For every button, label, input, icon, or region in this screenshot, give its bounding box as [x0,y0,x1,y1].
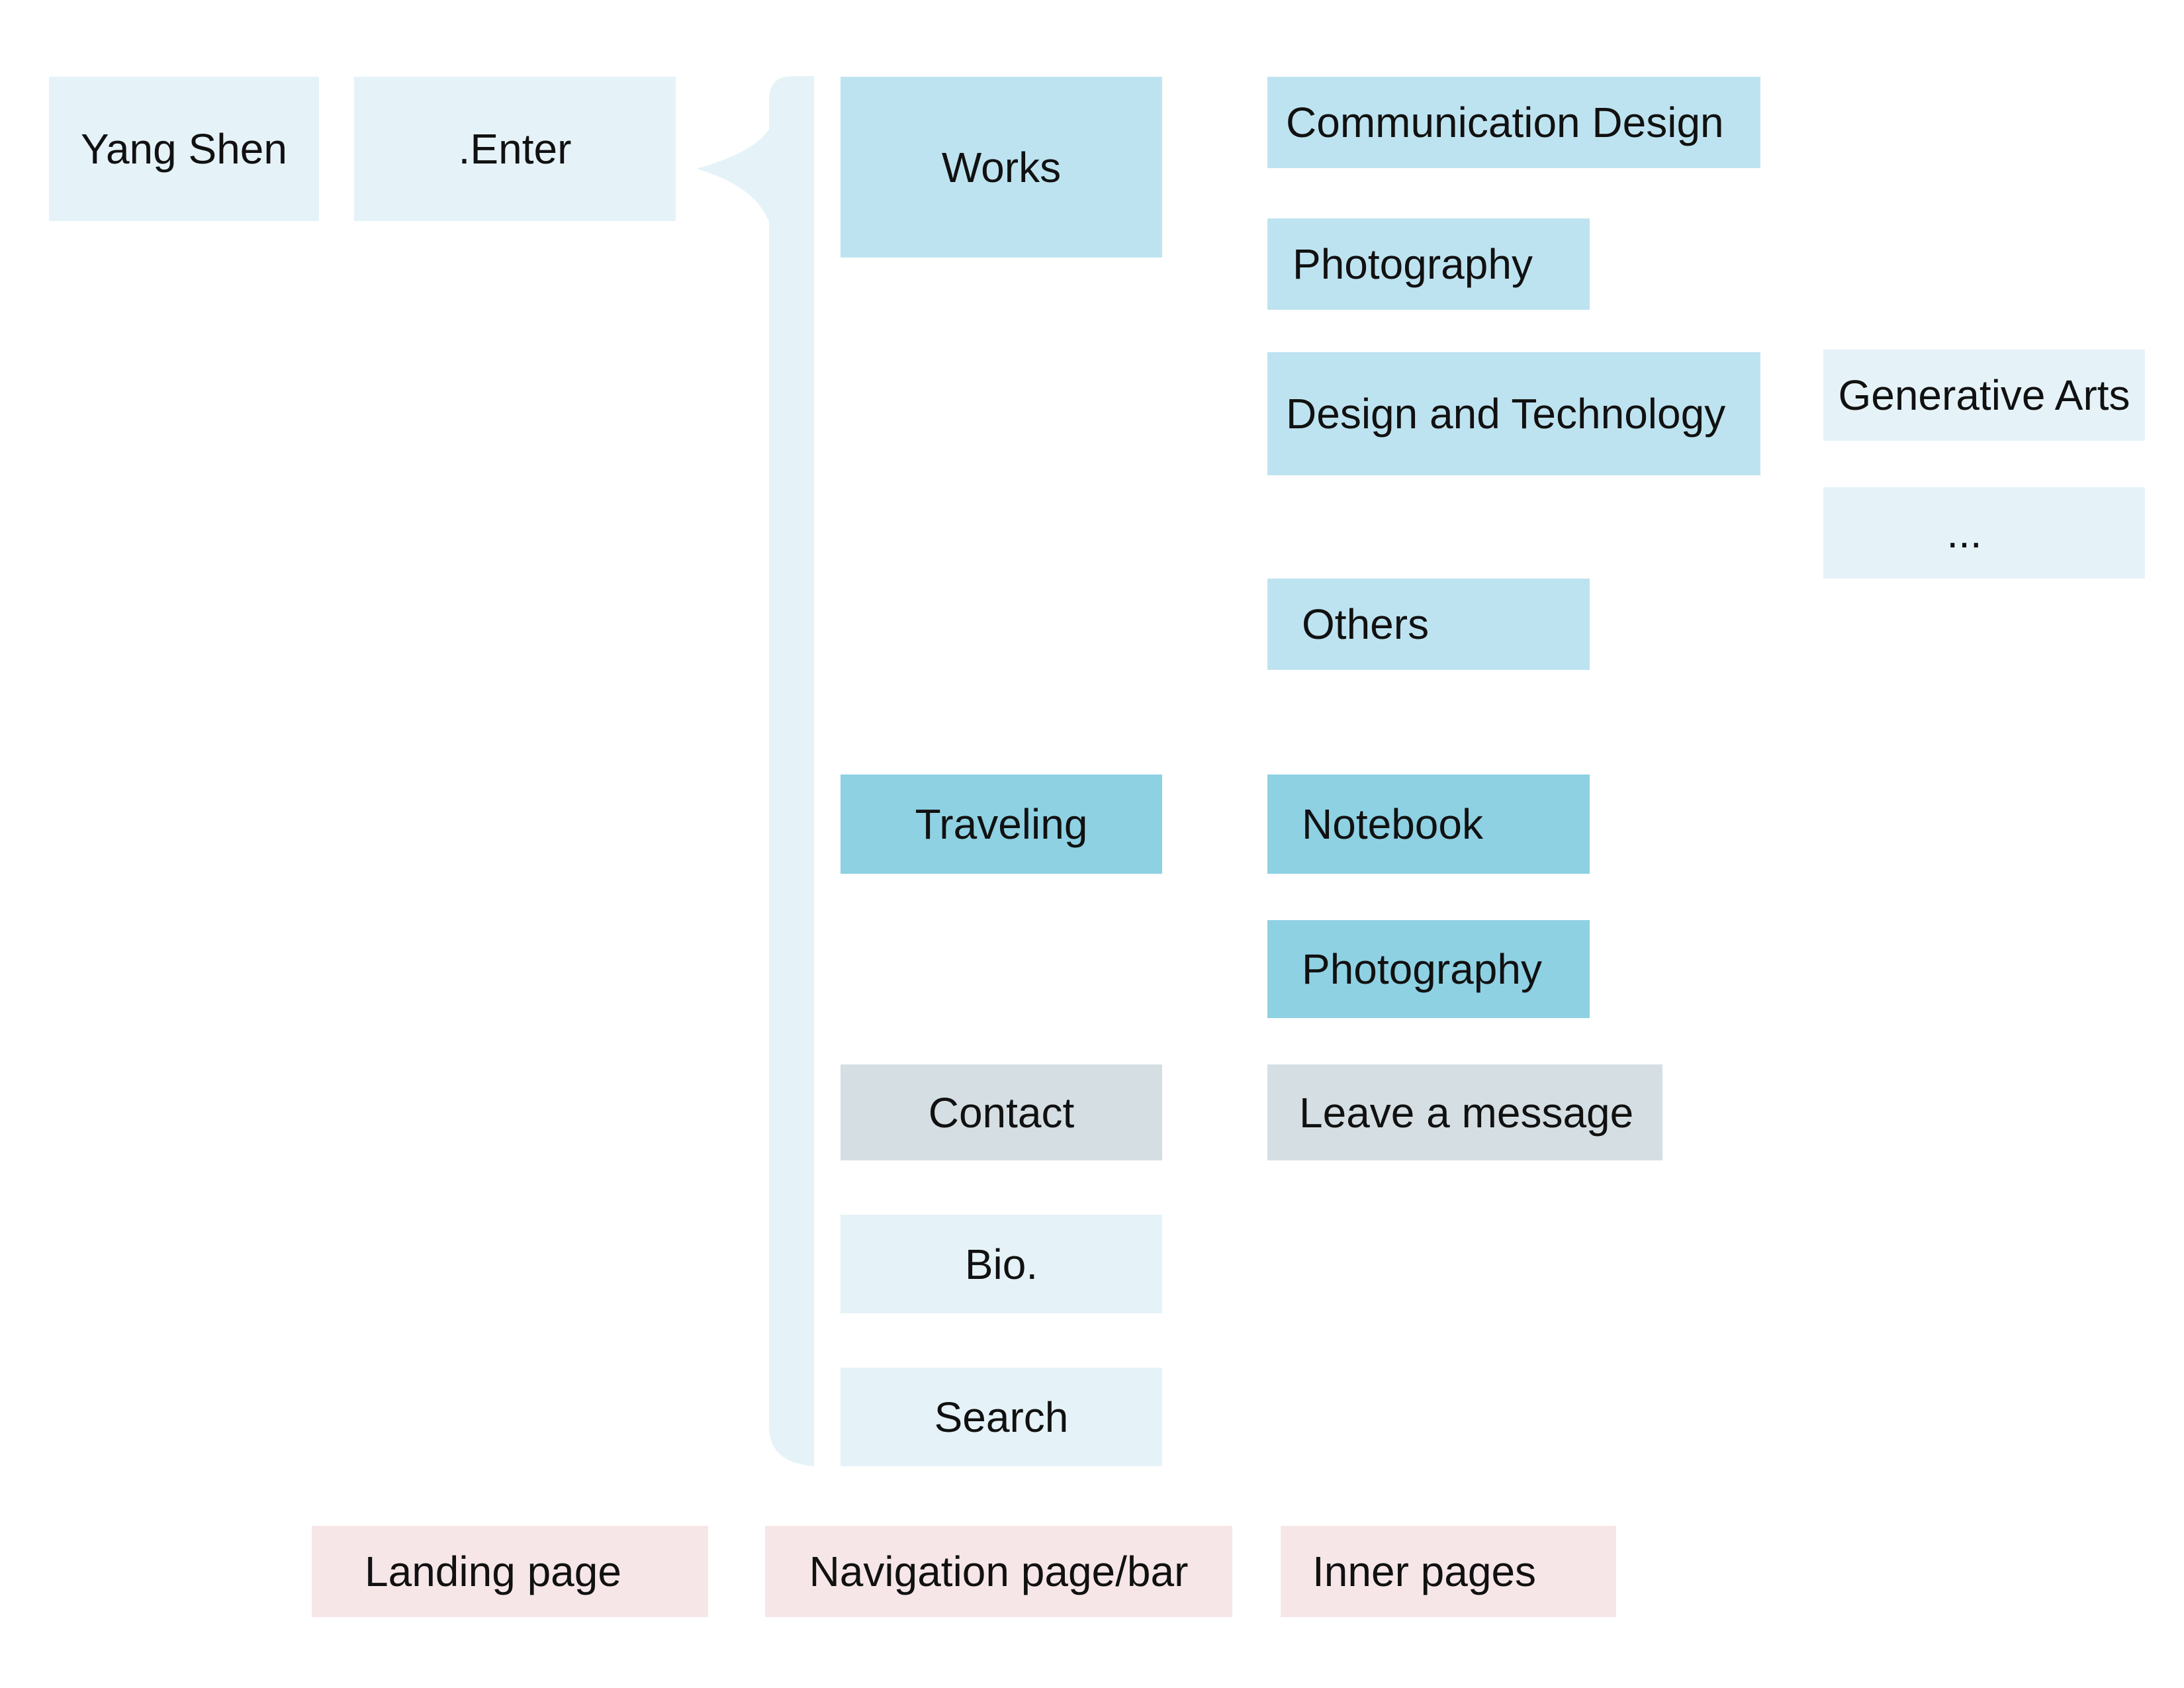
inner-works-photography-box[interactable]: Photography [1267,218,1590,310]
nav-bio-box[interactable]: Bio. [841,1215,1162,1313]
sub-more-box[interactable]: ... [1823,487,2145,579]
nav-search-label: Search [934,1393,1069,1441]
landing-enter-label: .Enter [458,125,572,173]
inner-communication-design-label: Communication Design [1286,99,1724,146]
sub-generative-arts-box[interactable]: Generative Arts [1823,350,2145,441]
nav-traveling-box[interactable]: Traveling [841,774,1162,874]
sub-generative-arts-label: Generative Arts [1838,371,2130,419]
nav-contact-box[interactable]: Contact [841,1064,1162,1160]
landing-enter-box[interactable]: .Enter [354,77,676,221]
landing-name-box[interactable]: Yang Shen [49,77,319,221]
nav-bio-label: Bio. [964,1240,1038,1288]
inner-notebook-label: Notebook [1302,800,1483,848]
inner-design-technology-label: Design and Technology [1286,390,1726,438]
legend-landing-page-label: Landing page [365,1548,621,1595]
legend-landing-page: Landing page [312,1526,708,1617]
sub-more-label: ... [1946,509,1982,557]
legend-navigation-page-label: Navigation page/bar [809,1548,1189,1595]
inner-traveling-photography-box[interactable]: Photography [1267,920,1590,1018]
landing-name-label: Yang Shen [81,125,287,173]
inner-notebook-box[interactable]: Notebook [1267,774,1590,874]
nav-works-label: Works [941,143,1062,191]
legend-navigation-page: Navigation page/bar [765,1526,1232,1617]
inner-leave-message-box[interactable]: Leave a message [1267,1064,1662,1160]
inner-works-photography-label: Photography [1293,240,1533,288]
inner-leave-message-label: Leave a message [1299,1088,1634,1137]
nav-works-box[interactable]: Works [841,77,1162,258]
legend-inner-pages-label: Inner pages [1312,1548,1537,1595]
nav-contact-label: Contact [928,1088,1075,1137]
inner-communication-design-box[interactable]: Communication Design [1267,77,1760,168]
inner-traveling-photography-label: Photography [1302,945,1542,993]
nav-search-box[interactable]: Search [841,1368,1162,1466]
inner-others-box[interactable]: Others [1267,579,1590,670]
inner-others-label: Others [1302,600,1430,648]
inner-design-technology-box[interactable]: Design and Technology [1267,352,1760,475]
legend-inner-pages: Inner pages [1281,1526,1616,1617]
nav-traveling-label: Traveling [915,800,1088,848]
